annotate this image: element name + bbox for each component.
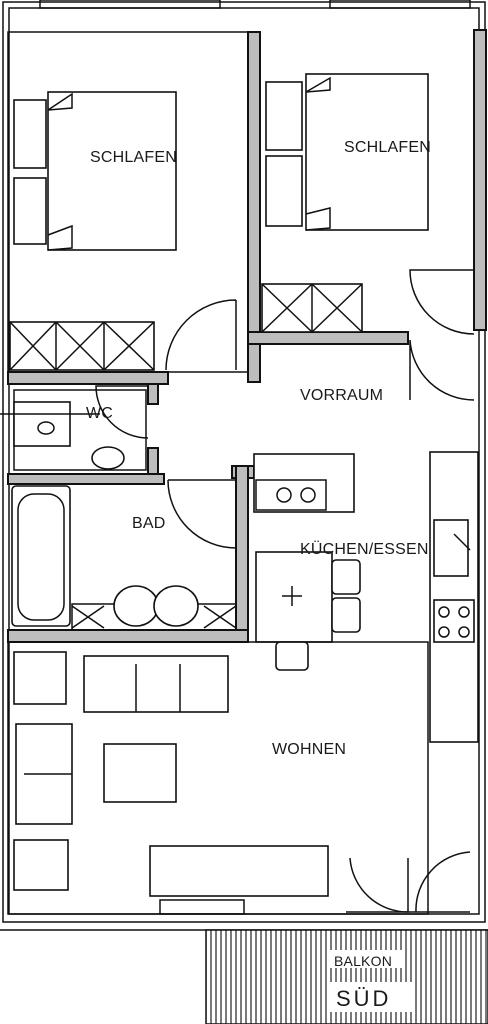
interior-walls (7, 29, 487, 643)
washbasin (153, 585, 199, 627)
chair (275, 641, 309, 671)
nightstand (265, 155, 303, 227)
living-room (7, 641, 429, 915)
nightstand (13, 177, 47, 245)
counter-right (429, 451, 479, 743)
room-label-bathroom: BAD (132, 515, 166, 532)
balcony (159, 899, 488, 1024)
armchair (13, 651, 67, 705)
room-label-bedroom-left: SCHLAFEN (90, 149, 177, 166)
room-label-bedroom-right: SCHLAFEN (344, 139, 431, 156)
sofa (83, 655, 229, 713)
bedroom-left (7, 31, 249, 373)
kitchen-counter (253, 453, 355, 513)
nightstand (13, 99, 47, 169)
dining-table (255, 551, 333, 643)
orientation-label: SÜD (336, 986, 391, 1011)
chair (331, 559, 361, 595)
washbasin (113, 585, 159, 627)
nightstand (265, 81, 303, 151)
sink (433, 519, 469, 577)
double-bed (305, 73, 429, 231)
room-label-hallway: VORRAUM (300, 387, 383, 404)
kitchen-dining (253, 451, 479, 743)
top-windows (39, 0, 471, 9)
wardrobe (261, 283, 363, 333)
toilet-room (0, 389, 147, 471)
toilet-bowl (91, 446, 125, 470)
bedroom-right (261, 73, 429, 333)
armchair (13, 839, 69, 891)
room-label-toilet: WC (86, 405, 113, 422)
bathtub (11, 485, 71, 627)
coffee-table (103, 743, 177, 803)
room-label-kitchen-dining: KÜCHEN/ESSEN (300, 540, 429, 558)
bathroom (11, 485, 237, 631)
room-label-living: WOHNEN (272, 741, 346, 758)
room-label-balcony: BALKON (334, 953, 392, 969)
double-bed (47, 91, 177, 251)
washbasin-small (13, 401, 71, 447)
chair (331, 597, 361, 633)
sideboard (149, 845, 329, 897)
doors (95, 269, 475, 913)
wardrobe (9, 321, 155, 371)
